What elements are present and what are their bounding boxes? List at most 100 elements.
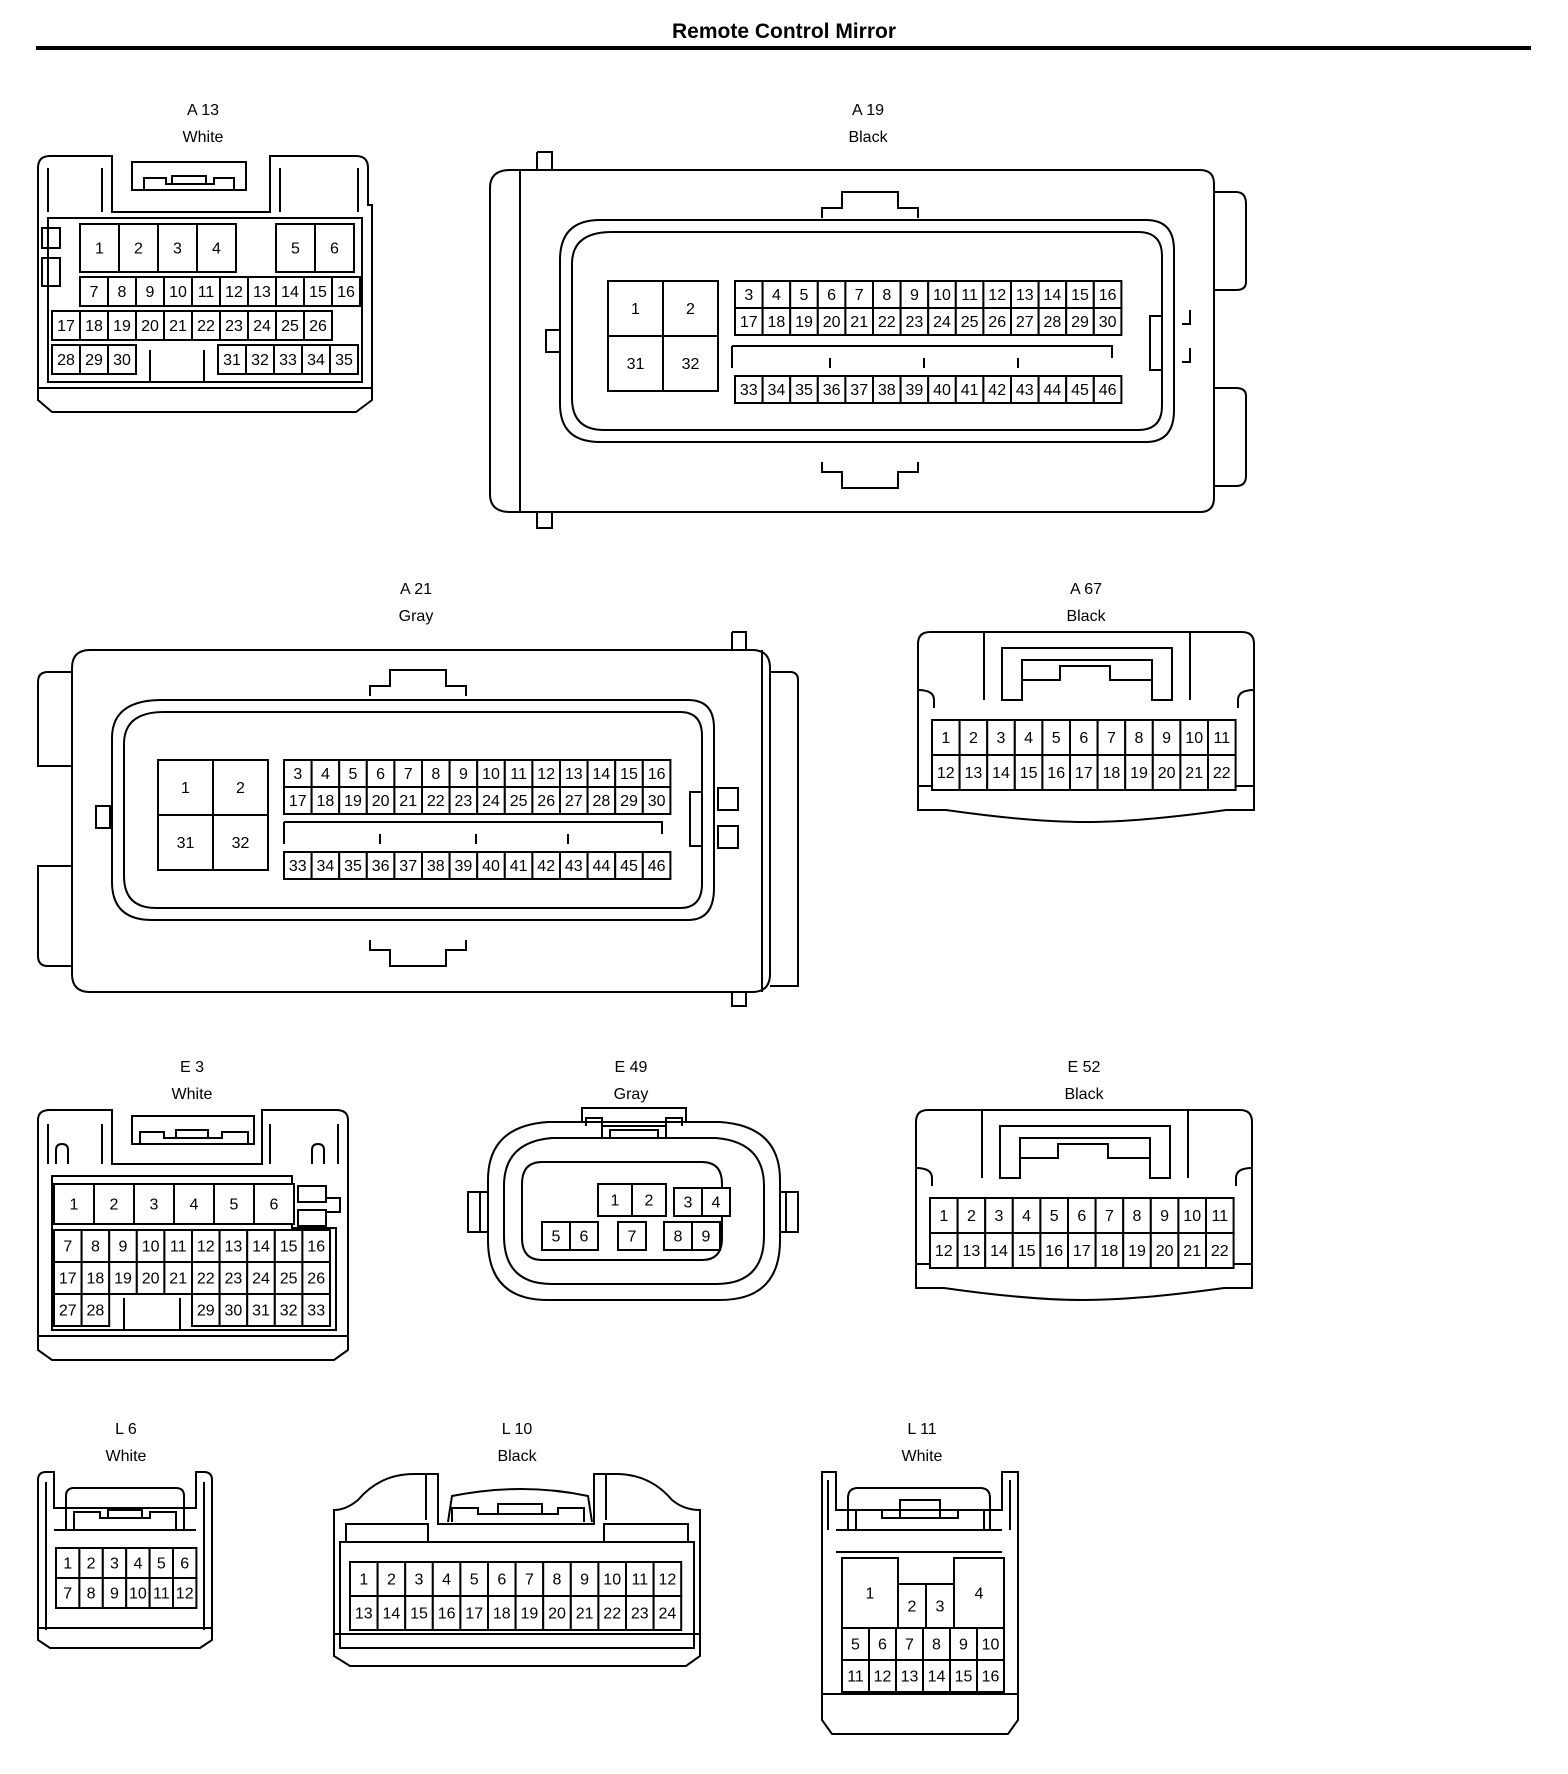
a21-pin-11: 11 (510, 766, 527, 783)
a13-pin-34: 34 (307, 352, 325, 369)
e52-pin-16-cavity (1039, 1232, 1070, 1269)
a13-pin-18: 18 (85, 318, 103, 335)
l10-pin-10: 10 (603, 1572, 621, 1589)
e3-pin-28: 28 (87, 1303, 105, 1320)
e52-pin-17-cavity (1067, 1232, 1097, 1269)
a67-pin-5: 5 (1052, 730, 1061, 747)
a21-pin-37-cavity (393, 851, 423, 880)
l6-pin-11: 11 (153, 1586, 170, 1603)
e49-pin-9: 9 (702, 1229, 711, 1246)
a19-pin-16: 16 (1099, 287, 1117, 304)
page-title: Remote Control Mirror (671, 20, 896, 43)
a21-pin-1: 1 (181, 780, 190, 797)
a19-pin-39: 39 (906, 382, 924, 399)
a21-pin-46: 46 (648, 858, 666, 875)
a21-pin-4-cavity (310, 759, 341, 788)
a13-pin-2: 2 (134, 241, 143, 258)
a21-pin-43-cavity (559, 851, 589, 880)
e3-pin-33: 33 (307, 1303, 325, 1320)
a13-pin-23-cavity (219, 310, 249, 341)
a21-pin-39-cavity (448, 851, 479, 880)
a21-pin-44-cavity (586, 851, 617, 880)
a13-pin-12: 12 (225, 284, 243, 301)
a21-pin-36: 36 (372, 858, 390, 875)
connector-e3-body (37, 1109, 349, 1361)
a21-pin-17-cavity (283, 786, 313, 815)
a67-pin-16: 16 (1047, 765, 1065, 782)
e3-pin-19: 19 (114, 1271, 132, 1288)
l10-pin-4: 4 (442, 1572, 451, 1589)
l10-pin-1: 1 (359, 1572, 368, 1589)
a13-pin-26-cavity (303, 310, 333, 341)
e3-pin-8: 8 (91, 1239, 100, 1256)
e52-pin-6: 6 (1077, 1208, 1086, 1225)
a67-pin-18: 18 (1103, 765, 1121, 782)
a67-pin-7: 7 (1107, 730, 1116, 747)
a13-pin-33: 33 (279, 352, 297, 369)
e52-pin-12-cavity (929, 1232, 959, 1269)
l11-pin-14-cavity (922, 1659, 951, 1693)
e52-pin-22: 22 (1211, 1243, 1229, 1260)
a21-pin-32-cavity (212, 814, 269, 871)
a19-pin-20: 20 (823, 314, 841, 331)
e3-pin-29: 29 (197, 1303, 215, 1320)
connector-l10-color: Black (497, 1448, 537, 1465)
a21-pin-10: 10 (482, 766, 500, 783)
e3-pin-24: 24 (252, 1271, 270, 1288)
a67-pin-20-cavity (1151, 754, 1182, 791)
a21-pin-13: 13 (565, 766, 583, 783)
l11-pin-14: 14 (928, 1669, 946, 1686)
a19-pin-13-cavity (1010, 280, 1040, 309)
a21-pin-14: 14 (593, 766, 611, 783)
l10-pin-19-cavity (514, 1595, 545, 1631)
l10-pin-17: 17 (465, 1606, 483, 1623)
a13-pin-15: 15 (309, 284, 327, 301)
a13-pin-11: 11 (198, 284, 215, 301)
l10-pin-11: 11 (631, 1572, 648, 1589)
a19-pin-11-cavity (954, 280, 985, 309)
a21-pin-33: 33 (289, 858, 307, 875)
e49-pin-2-cavity (631, 1183, 667, 1217)
e49-pin-5: 5 (552, 1229, 561, 1246)
a19-pin-7: 7 (855, 287, 864, 304)
l10-pin-24: 24 (659, 1606, 677, 1623)
a67-pin-13: 13 (965, 765, 983, 782)
e3-pin-14: 14 (252, 1239, 270, 1256)
a13-pin-31: 31 (223, 352, 241, 369)
l11-pin-1-cavity (841, 1557, 899, 1629)
a13-pin-7: 7 (90, 284, 99, 301)
l10-pin-7: 7 (525, 1572, 534, 1589)
l10-pin-14: 14 (383, 1606, 401, 1623)
a67-pin-8-cavity (1124, 719, 1154, 756)
a19-pin-31: 31 (627, 356, 645, 373)
l11-pin-7: 7 (905, 1637, 914, 1654)
a67-pin-14-cavity (986, 754, 1016, 791)
l10-pin-5: 5 (470, 1572, 479, 1589)
a67-pin-2: 2 (969, 730, 978, 747)
a21-pin-42: 42 (537, 858, 555, 875)
e52-pin-1-cavity (929, 1197, 959, 1234)
a19-pin-13: 13 (1016, 287, 1034, 304)
a13-pin-4-cavity (196, 223, 237, 273)
a19-pin-12: 12 (988, 287, 1006, 304)
a13-pin-35: 35 (335, 352, 353, 369)
e49-pin-9-cavity (691, 1221, 721, 1251)
e52-pin-4-cavity (1011, 1197, 1042, 1234)
a13-pin-23: 23 (225, 318, 243, 335)
e3-pin-3: 3 (150, 1197, 159, 1214)
a67-pin-16-cavity (1041, 754, 1072, 791)
l10-pin-18: 18 (493, 1606, 511, 1623)
a19-pin-2: 2 (686, 301, 695, 318)
e3-pin-10: 10 (142, 1239, 160, 1256)
e52-pin-7: 7 (1105, 1208, 1114, 1225)
a13-pin-9-cavity (135, 276, 165, 307)
e3-pin-7: 7 (63, 1239, 72, 1256)
e3-pin-6-cavity (253, 1183, 295, 1225)
a21-pin-33-cavity (283, 851, 313, 880)
a19-pin-22-cavity (872, 307, 902, 336)
e52-pin-2: 2 (967, 1208, 976, 1225)
a21-pin-23-cavity (448, 786, 479, 815)
connector-l11-id: L 11 (907, 1421, 936, 1438)
